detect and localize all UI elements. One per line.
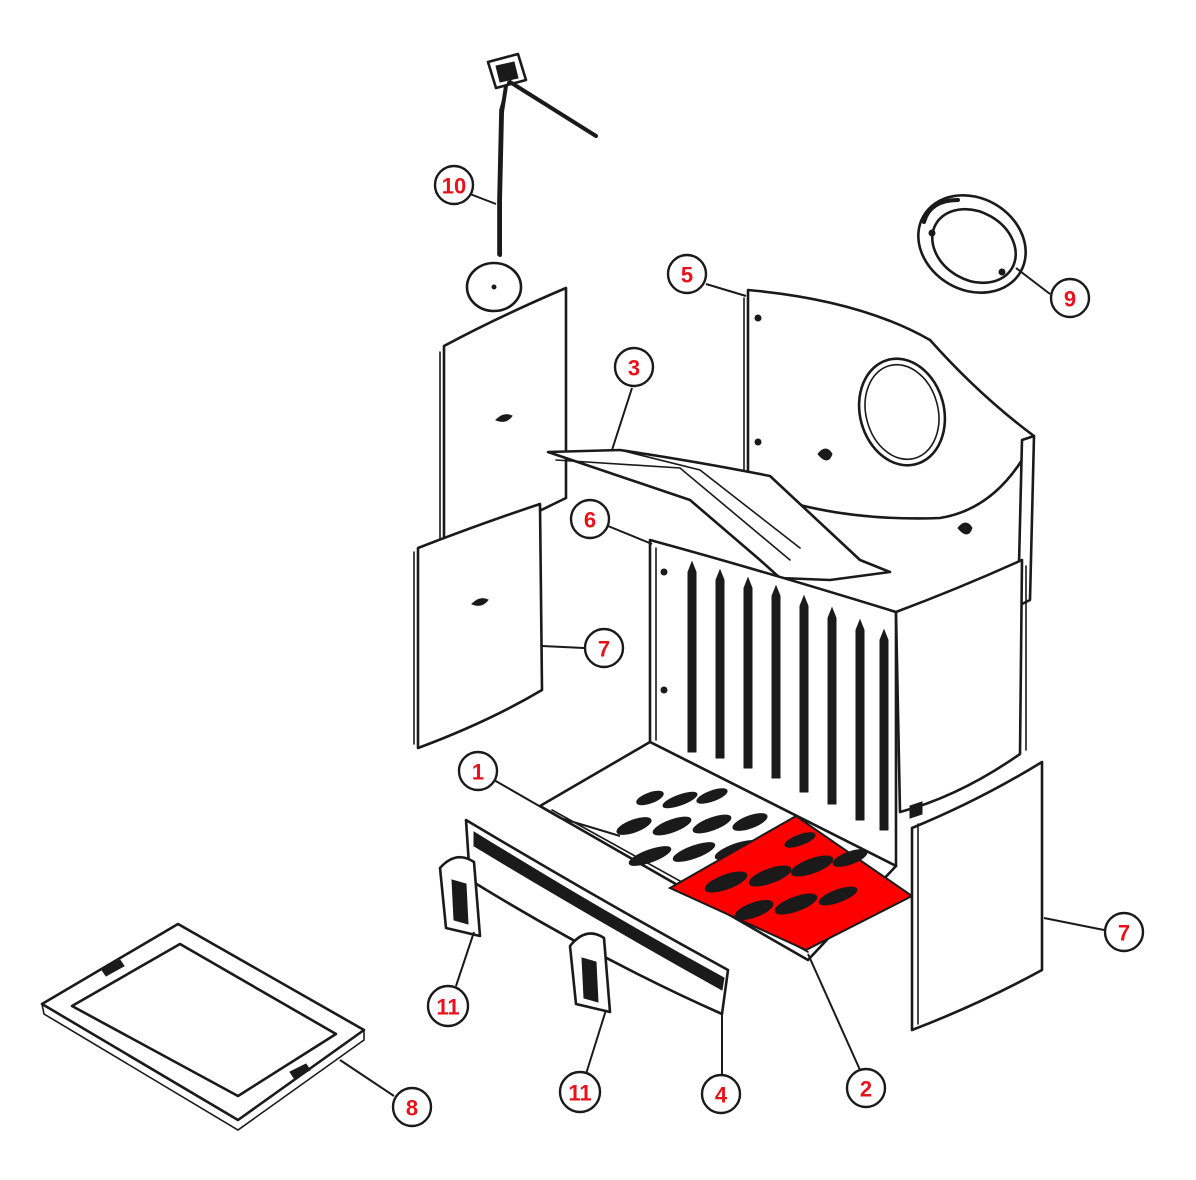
callouts: 10 5 9 3 6 7 1 7 xyxy=(391,164,1145,1128)
part-11-left-bracket xyxy=(438,855,482,938)
part-3-baffle xyxy=(546,448,892,582)
callout-label: 3 xyxy=(628,356,640,381)
part-2-highlighted-grate xyxy=(667,814,914,952)
part-4-front-fender xyxy=(464,818,730,1016)
callout-label: 2 xyxy=(860,1077,872,1102)
callout-label: 8 xyxy=(406,1096,418,1121)
callout-4: 4 xyxy=(700,1073,742,1115)
callout-label: 11 xyxy=(568,1081,591,1106)
part-6-fire-back xyxy=(648,538,898,868)
callout-1: 1 xyxy=(457,750,499,792)
callout-label: 4 xyxy=(715,1083,728,1108)
callout-2: 2 xyxy=(845,1067,887,1109)
callout-leaders xyxy=(339,193,1105,1097)
callout-label: 9 xyxy=(1064,287,1076,312)
part-5-top-panel xyxy=(743,288,1036,608)
callout-label: 1 xyxy=(472,760,484,785)
callout-8: 8 xyxy=(391,1086,433,1128)
callout-7-right: 7 xyxy=(1103,911,1145,953)
part-10-damper-rod xyxy=(465,52,598,313)
callout-label: 10 xyxy=(442,174,466,199)
callout-5: 5 xyxy=(666,253,708,295)
callout-11-left: 11 xyxy=(426,984,470,1028)
part-7-right-side-panel xyxy=(909,760,1044,1032)
callout-label: 11 xyxy=(436,995,459,1020)
part-8-ash-pan xyxy=(40,922,366,1131)
part-11-right-bracket xyxy=(568,932,612,1014)
callout-11-right: 11 xyxy=(558,1070,602,1114)
callout-7-left: 7 xyxy=(583,627,625,669)
callout-9: 9 xyxy=(1049,277,1091,319)
callout-3: 3 xyxy=(613,346,655,388)
callout-label: 7 xyxy=(1118,921,1130,946)
part-9-flue-collar xyxy=(917,194,1027,294)
highlighted-grate-slots xyxy=(704,832,868,920)
part-7-left-side-panel xyxy=(413,502,544,750)
upper-right-side-panel xyxy=(894,558,1027,814)
callout-label: 7 xyxy=(598,637,610,662)
fire-back-ribs xyxy=(687,560,889,831)
callout-6: 6 xyxy=(569,498,611,540)
callout-label: 6 xyxy=(584,508,596,533)
callout-label: 5 xyxy=(681,263,693,288)
callout-10: 10 xyxy=(433,164,475,206)
